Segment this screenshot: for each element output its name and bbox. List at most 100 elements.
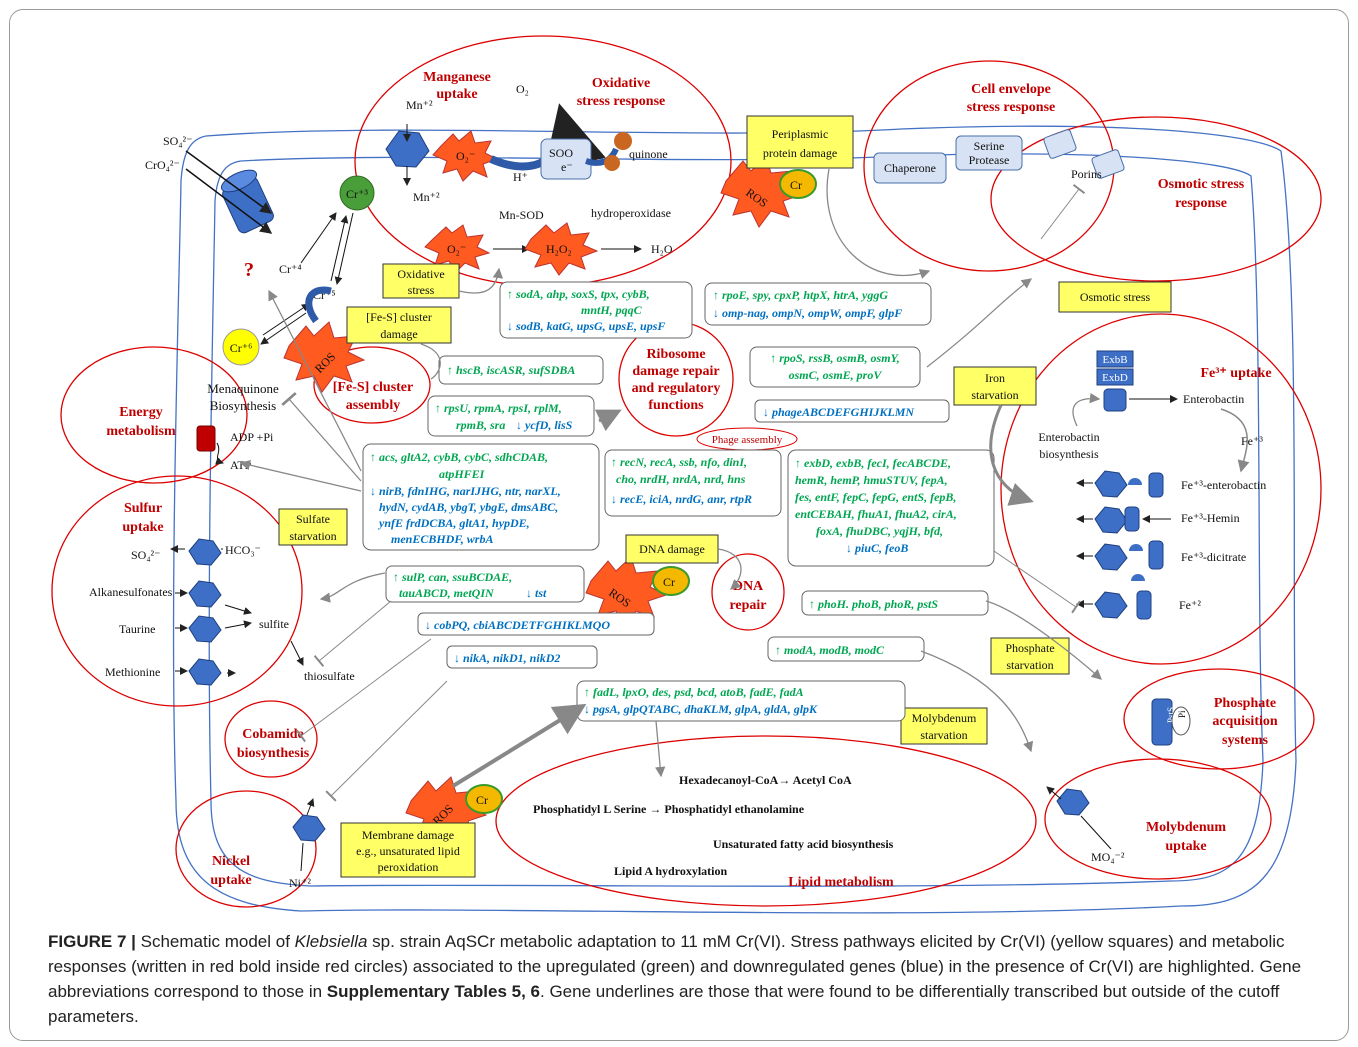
exbd-label: ExbD [1102, 372, 1128, 384]
cr3-circle [339, 175, 375, 211]
h2o2-label: H₂O₂ [546, 242, 572, 256]
svg-text:↑ rpoE, spy, cpxP, htpX, htrA,: ↑ rpoE, spy, cpxP, htpX, htrA, yggG [713, 288, 888, 302]
soo-label: SOO [549, 146, 573, 160]
svg-text:DNA damage: DNA damage [639, 542, 705, 556]
sulfate-transporter [220, 169, 274, 234]
molybdenum-ellipse [1044, 758, 1272, 880]
genes-lipid: ↑ fadL, lpxO, des, psd, bcd, atoB, fadE,… [576, 680, 906, 722]
svg-text:↓ phageABCDEFGHIJKLMN: ↓ phageABCDEFGHIJKLMN [763, 405, 915, 419]
genes-oxidative: ↑ sodA, ahp, soxS, tpx, cybB,mntH, pqqC … [499, 281, 693, 339]
svg-text:↑ recN, recA, ssb, nfo, dinI,c: ↑ recN, recA, ssb, nfo, dinI,cho, nrdH, … [611, 455, 747, 486]
sulfur-transporter-1 [188, 538, 222, 566]
sulfur-uptake-ellipse [51, 475, 303, 707]
electron-label: e⁻ [561, 160, 573, 174]
mo4-label: MO₄⁻² [1091, 850, 1125, 864]
atp-synthase [196, 425, 216, 452]
pi-label: Pi [1177, 710, 1187, 718]
o2-radical-label: O₂⁻ [456, 149, 475, 163]
cr3-label: Cr⁺³ [346, 187, 368, 201]
svg-text:↑ phoH. phoB, phoR, pstS: ↑ phoH. phoB, phoR, pstS [809, 597, 938, 611]
exbb-box [1096, 350, 1134, 368]
ni-label: Ni⁺² [289, 876, 311, 890]
sulfite-label: sulfite [259, 617, 289, 631]
o2-label: O₂ [516, 82, 529, 96]
nickel-ellipse [175, 790, 317, 908]
quinone-dot-2 [614, 132, 632, 150]
o2-radical-label-2: O₂⁻ [447, 242, 466, 256]
fe3-label: Fe⁺³ [1241, 434, 1263, 448]
adp-label: ADP +Pi [230, 430, 274, 444]
mnsod-label: Mn-SOD [499, 208, 544, 222]
cr4-label: Cr⁺⁴ [279, 262, 302, 276]
genes-iron: ↑ exbD, exbB, fecI, fecABCDE,hemR, hemP,… [787, 449, 995, 567]
genes-osmotic: ↑ rpoS, rssB, osmB, osmY,osmC, osmE, pro… [749, 346, 921, 388]
fe2-transporter [1094, 590, 1152, 620]
caption-figure-number: FIGURE 7 | [48, 932, 136, 951]
quinone-label: quinone [629, 147, 668, 161]
figure-caption: FIGURE 7 | Schematic model of Klebsiella… [48, 929, 1328, 1029]
chaperone-box [873, 152, 947, 184]
chaperone-label: Chaperone [884, 161, 936, 175]
energy-metabolism-ellipse [60, 346, 248, 484]
svg-text:↓ recE, iciA, nrdG, anr, rtpR: ↓ recE, iciA, nrdG, anr, rtpR [611, 492, 752, 506]
genes-nickel: ↓ nikA, nikD1, nikD2 [446, 645, 598, 669]
hco3-label: HCO₃⁻ [225, 543, 261, 557]
h2o2-burst [524, 222, 599, 276]
nickel-transporter [292, 814, 326, 842]
lipid-line-3: Unsaturated fatty acid biosynthesis [713, 837, 894, 851]
quinone-dot-1 [604, 155, 620, 171]
lipid-metabolism-label: Lipid metabolism [788, 875, 894, 890]
cro4-label: CrO₄²⁻ [145, 158, 180, 172]
svg-text:↑ sulP, can, ssuBCDAE,tauABCD,: ↑ sulP, can, ssuBCDAE,tauABCD, metQIN [393, 570, 512, 600]
svg-text:↑ rpoS, rssB, osmB, osmY,osmC,: ↑ rpoS, rssB, osmB, osmY,osmC, osmE, pro… [770, 351, 900, 382]
genes-cobamide: ↓ cobPQ, cbiABCDETFGHIKLMQO [417, 612, 655, 636]
svg-text:↓ omp-nag, ompN, ompW, ompF, g: ↓ omp-nag, ompN, ompW, ompF, glpF [713, 306, 902, 320]
genes-phage: ↓ phageABCDEFGHIJKLMN [754, 399, 950, 423]
svg-text:↓ nikA, nikD1, nikD2: ↓ nikA, nikD1, nikD2 [454, 651, 560, 665]
fe2-label: Fe⁺² [1179, 598, 1201, 612]
svg-text:↑ exbD, exbB, fecI, fecABCDE,h: ↑ exbD, exbB, fecI, fecABCDE,hemR, hemP,… [795, 456, 957, 538]
caption-tail: . Gene underlines are those that were fo… [48, 982, 1280, 1026]
psts-label: PstS [1166, 707, 1176, 723]
svg-text:↑ sodA, ahp, soxS, tpx, cybB,m: ↑ sodA, ahp, soxS, tpx, cybB,mntH, pqqC [507, 287, 650, 317]
fe-uptake-ellipse [1000, 313, 1322, 665]
genes-fes: ↑ hscB, iscASR, sufSDBA [438, 355, 604, 385]
question-mark: ? [244, 259, 254, 281]
sulfur-transporter-3 [188, 615, 222, 643]
hydroperoxidase-label: hydroperoxidase [591, 206, 671, 220]
pi-bubble [1171, 706, 1191, 736]
stress-osmotic: Osmotic stress [1058, 281, 1172, 313]
genes-sulfur: ↑ sulP, can, ssuBCDAE,tauABCD, metQIN ↓ … [385, 565, 585, 603]
svg-text:↑ fadL, lpxO, des, psd, bcd, a: ↑ fadL, lpxO, des, psd, bcd, atoB, fadE,… [584, 685, 804, 699]
svg-text:↓ sodB, katG, upsG, upsE, upsF: ↓ sodB, katG, upsG, upsE, upsF [507, 319, 665, 333]
alkanesulfonates-label: Alkanesulfonates [89, 585, 173, 599]
svg-text:Cr: Cr [790, 178, 802, 192]
mn-in-label: Mn⁺² [406, 98, 433, 112]
caption-organism: Klebsiella [294, 932, 368, 951]
soo-enzyme [540, 138, 592, 180]
lipid-ellipse [495, 735, 1037, 907]
taurine-label: Taurine [119, 622, 155, 636]
svg-text:↓ nirB, fdnIHG, narIJHG, ntr,: ↓ nirB, fdnIHG, narIJHG, ntr, narXL,hydN… [370, 484, 561, 546]
caption-post: sp. strain AqSCr metabolic adaptation to… [48, 932, 1302, 1001]
svg-text:↓ pgsA, glpQTABC, dhaKLM, glpA: ↓ pgsA, glpQTABC, dhaKLM, glpA, gldA, gl… [584, 702, 818, 716]
